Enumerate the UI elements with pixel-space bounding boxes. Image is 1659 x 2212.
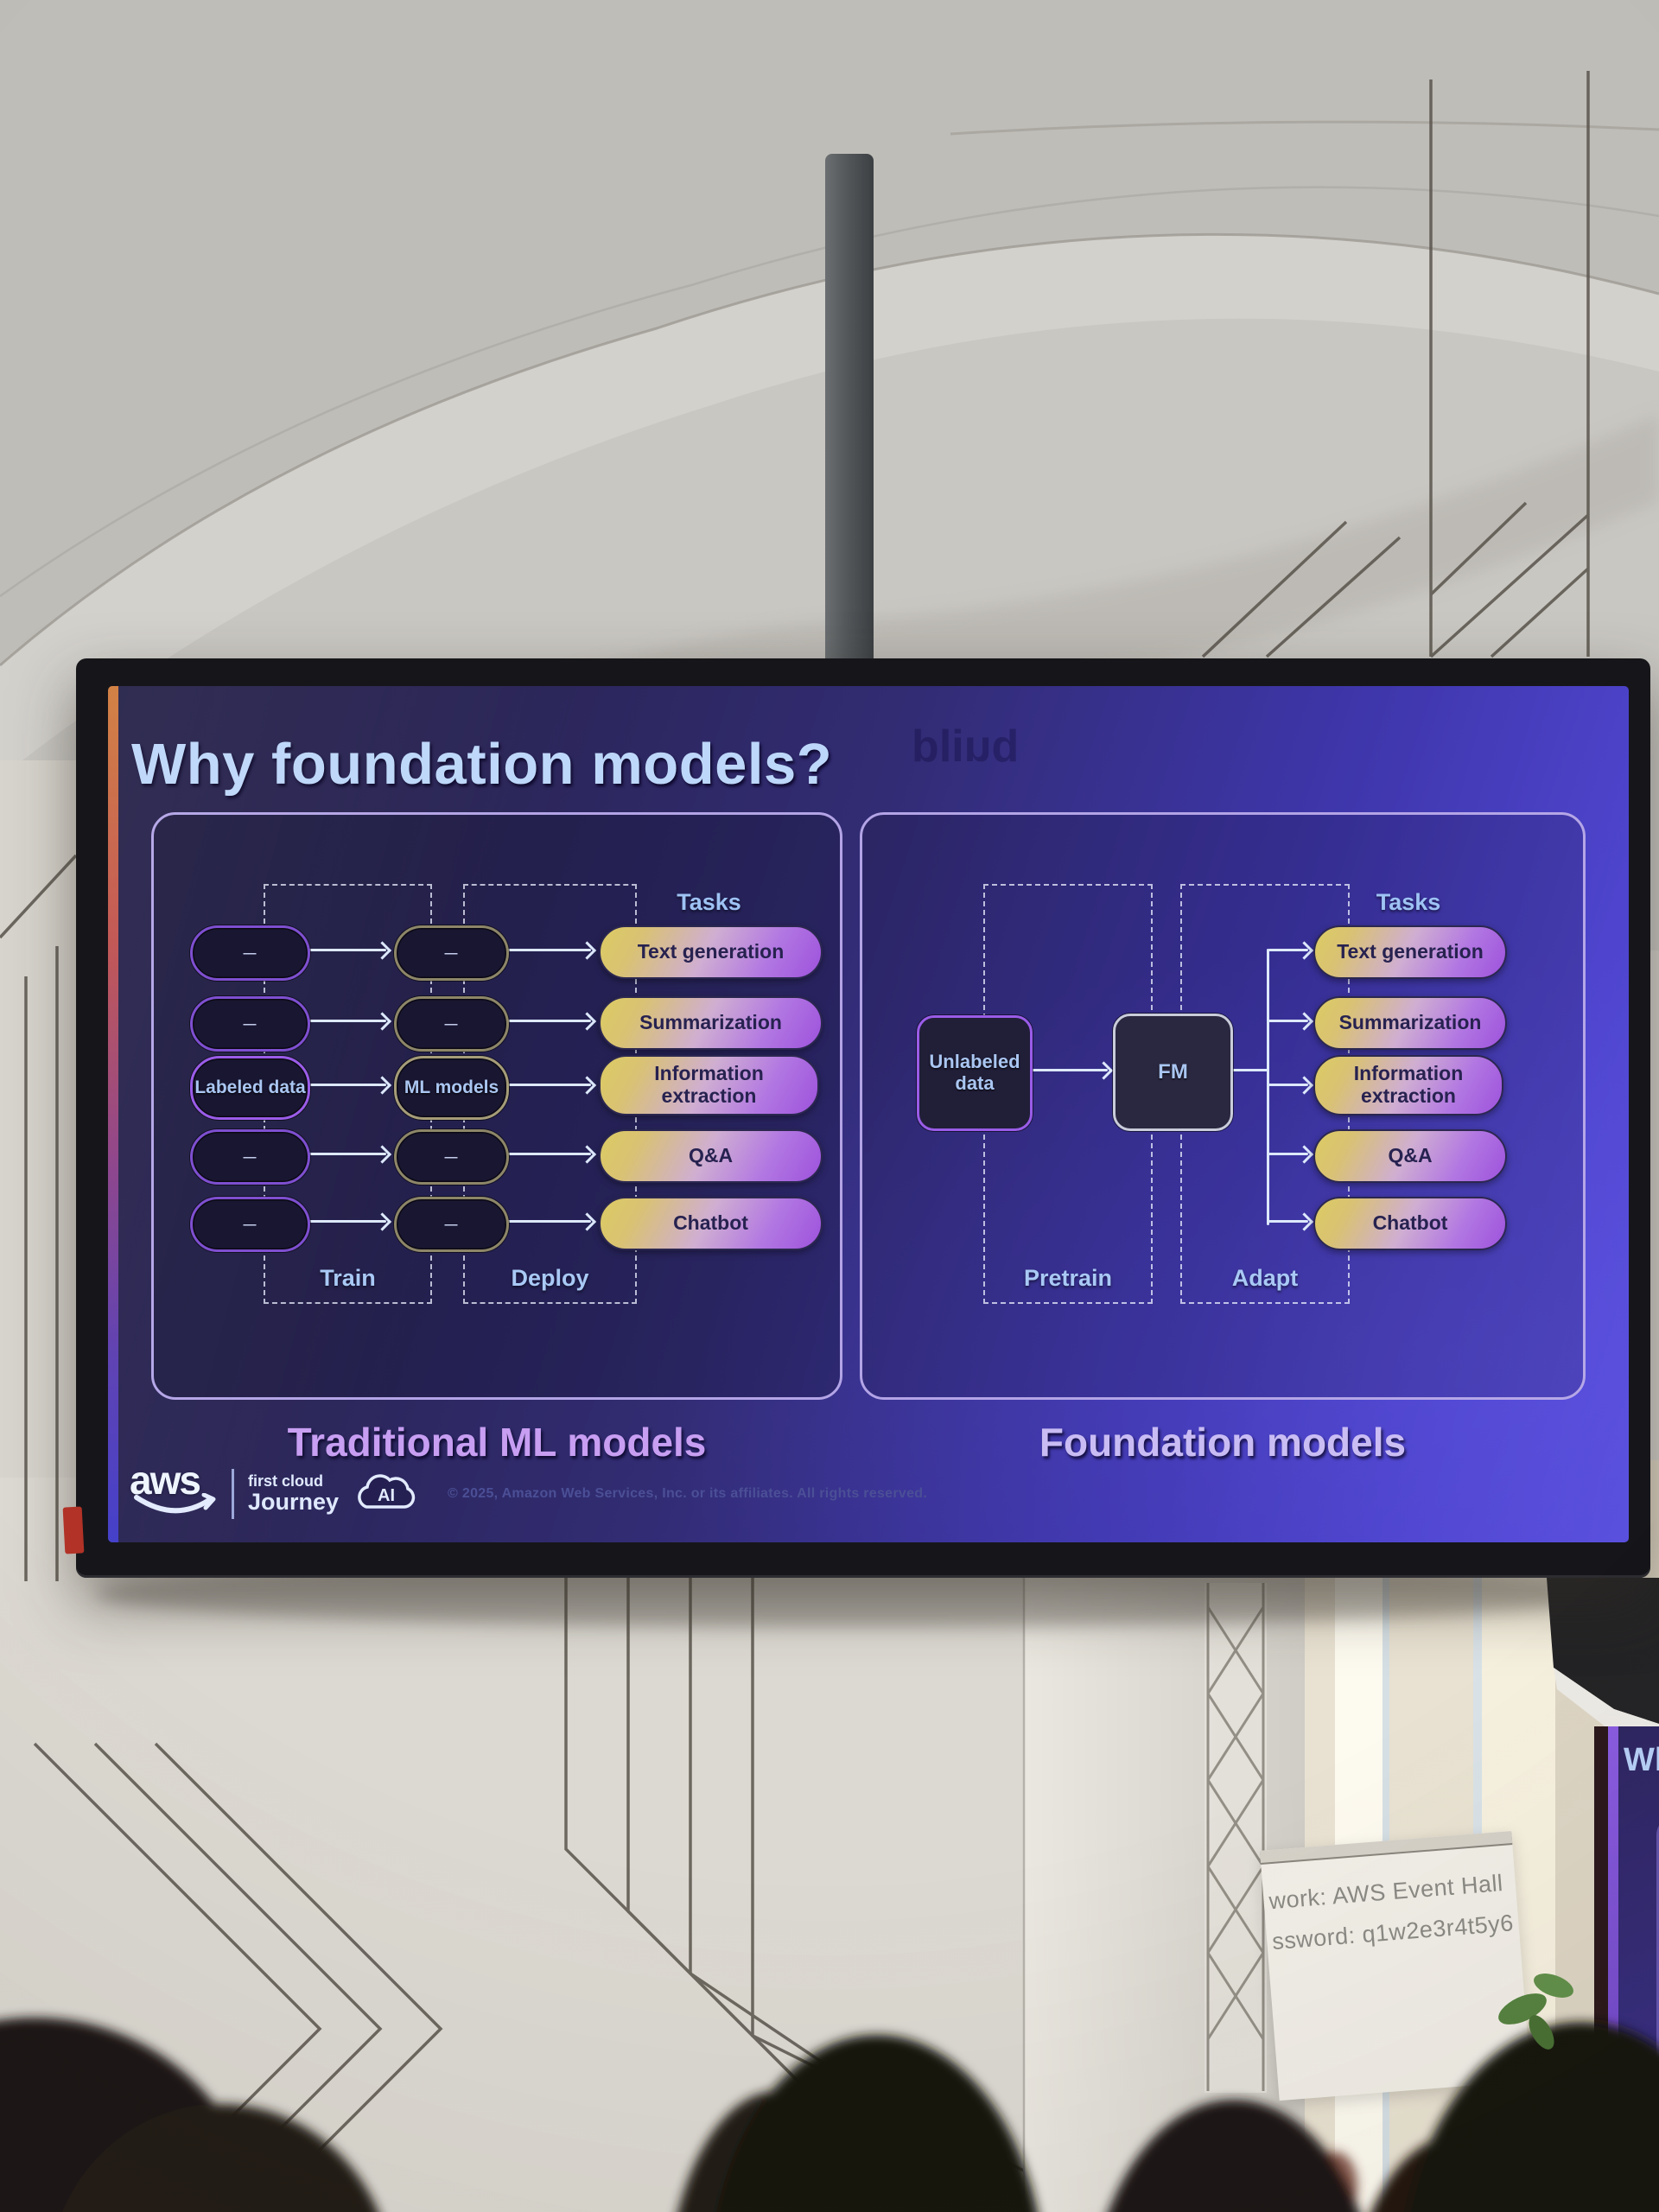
svg-text:AI: AI <box>378 1486 395 1505</box>
tv-frame: Why foundation models? build Train Deplo… <box>76 658 1650 1578</box>
branch-trunk <box>1267 949 1269 1225</box>
ceiling-upper <box>0 0 1659 665</box>
panel-traditional-ml: Train Deploy Tasks — — Labeled data — — … <box>151 812 842 1400</box>
ml-models-node: ML models <box>394 1056 509 1120</box>
arrow <box>505 1084 591 1086</box>
adapt-zone-label: Adapt <box>1231 1265 1299 1291</box>
side-tv-underside <box>1547 1578 1659 1724</box>
presentation-slide: Why foundation models? build Train Deplo… <box>108 686 1629 1542</box>
arrow <box>307 1020 386 1022</box>
arrow <box>1268 1153 1308 1155</box>
side-tv-trim <box>1554 1668 1659 1745</box>
placeholder-pill: — <box>394 1197 509 1252</box>
arrow <box>1268 949 1308 951</box>
arrow <box>505 1220 591 1223</box>
arrow <box>307 1220 386 1223</box>
logo-divider <box>232 1469 234 1519</box>
tv-mounting-pole <box>825 154 874 672</box>
task-pill-information-extraction: Information extraction <box>599 1055 819 1116</box>
side-screen-title: Wh <box>1624 1742 1659 1778</box>
placeholder-pill: — <box>394 996 509 1052</box>
unlabeled-data-node: Unlabeled data <box>917 1015 1033 1131</box>
arrow <box>505 949 591 951</box>
task-pill-chatbot: Chatbot <box>1313 1197 1507 1250</box>
placeholder-pill: — <box>190 996 310 1052</box>
window-light-edge <box>1382 1460 1389 2212</box>
connector-line <box>1230 1069 1268 1071</box>
tv-shadow <box>95 1561 1616 1627</box>
ceiling-seam-2 <box>0 186 1659 598</box>
arrow <box>1268 1084 1308 1086</box>
placeholder-pill: — <box>394 1129 509 1185</box>
arch-shadow <box>0 415 1659 1123</box>
audience-head-1b <box>62 2104 378 2212</box>
arrow <box>1032 1069 1108 1071</box>
plant-leaves <box>1498 1974 1573 2050</box>
task-pill-information-extraction: Information extraction <box>1313 1055 1503 1116</box>
program-name: first cloud Journey <box>248 1472 340 1516</box>
tasks-header-left: Tasks <box>677 889 741 915</box>
pattern-wall-strip <box>0 760 78 1478</box>
panel-foundation-models: Pretrain Adapt Tasks Unlabeled data FM T… <box>860 812 1586 1400</box>
arrow <box>1268 1220 1308 1223</box>
arrow <box>307 1084 386 1086</box>
slide-accent-strip <box>108 686 118 1542</box>
copyright-text: © 2025, Amazon Web Services, Inc. or its… <box>448 1486 928 1501</box>
ceiling-seam-3 <box>950 120 1659 136</box>
ai-cloud-badge-icon: AI <box>358 1474 416 1509</box>
arrow <box>307 1153 386 1155</box>
task-pill-chatbot: Chatbot <box>599 1197 823 1250</box>
train-zone-label: Train <box>320 1265 376 1291</box>
pretrain-zone-label: Pretrain <box>1023 1265 1113 1291</box>
task-pill-text-generation: Text generation <box>599 925 823 979</box>
aws-smile-icon <box>134 1492 216 1514</box>
arrow <box>1268 1020 1308 1022</box>
placeholder-pill: — <box>394 925 509 981</box>
placeholder-pill: — <box>190 925 310 981</box>
task-pill-summarization: Summarization <box>599 996 823 1050</box>
ceiling-seam <box>0 232 1659 667</box>
placeholder-pill: — <box>190 1129 310 1185</box>
caption-traditional: Traditional ML models <box>287 1420 707 1465</box>
slide-title: Why foundation models? <box>131 732 833 797</box>
arrow <box>505 1020 591 1022</box>
arrow <box>505 1153 591 1155</box>
audience-head-4 <box>1408 2022 1659 2212</box>
task-pill-qa: Q&A <box>599 1129 823 1183</box>
arrow <box>307 949 386 951</box>
placeholder-pill: — <box>190 1197 310 1252</box>
tasks-header-right: Tasks <box>1376 889 1441 915</box>
labeled-data-node: Labeled data <box>190 1056 310 1120</box>
aws-wordmark: aws <box>130 1458 201 1503</box>
task-pill-text-generation: Text generation <box>1313 925 1507 979</box>
task-pill-qa: Q&A <box>1313 1129 1507 1183</box>
aws-logo: aws <box>130 1458 218 1523</box>
audience-head-3 <box>1108 2100 1360 2212</box>
caption-foundation: Foundation models <box>1039 1420 1407 1465</box>
task-pill-summarization: Summarization <box>1313 996 1507 1050</box>
truss-lattice <box>1206 1583 1265 2091</box>
truss-base <box>1205 1583 1267 2093</box>
audience-head-2 <box>716 2035 1038 2212</box>
fm-node: FM <box>1113 1014 1233 1131</box>
deploy-zone-label: Deploy <box>511 1265 589 1291</box>
slide-footer: aws first cloud Journey AI © 2025, Amazo… <box>130 1458 927 1530</box>
